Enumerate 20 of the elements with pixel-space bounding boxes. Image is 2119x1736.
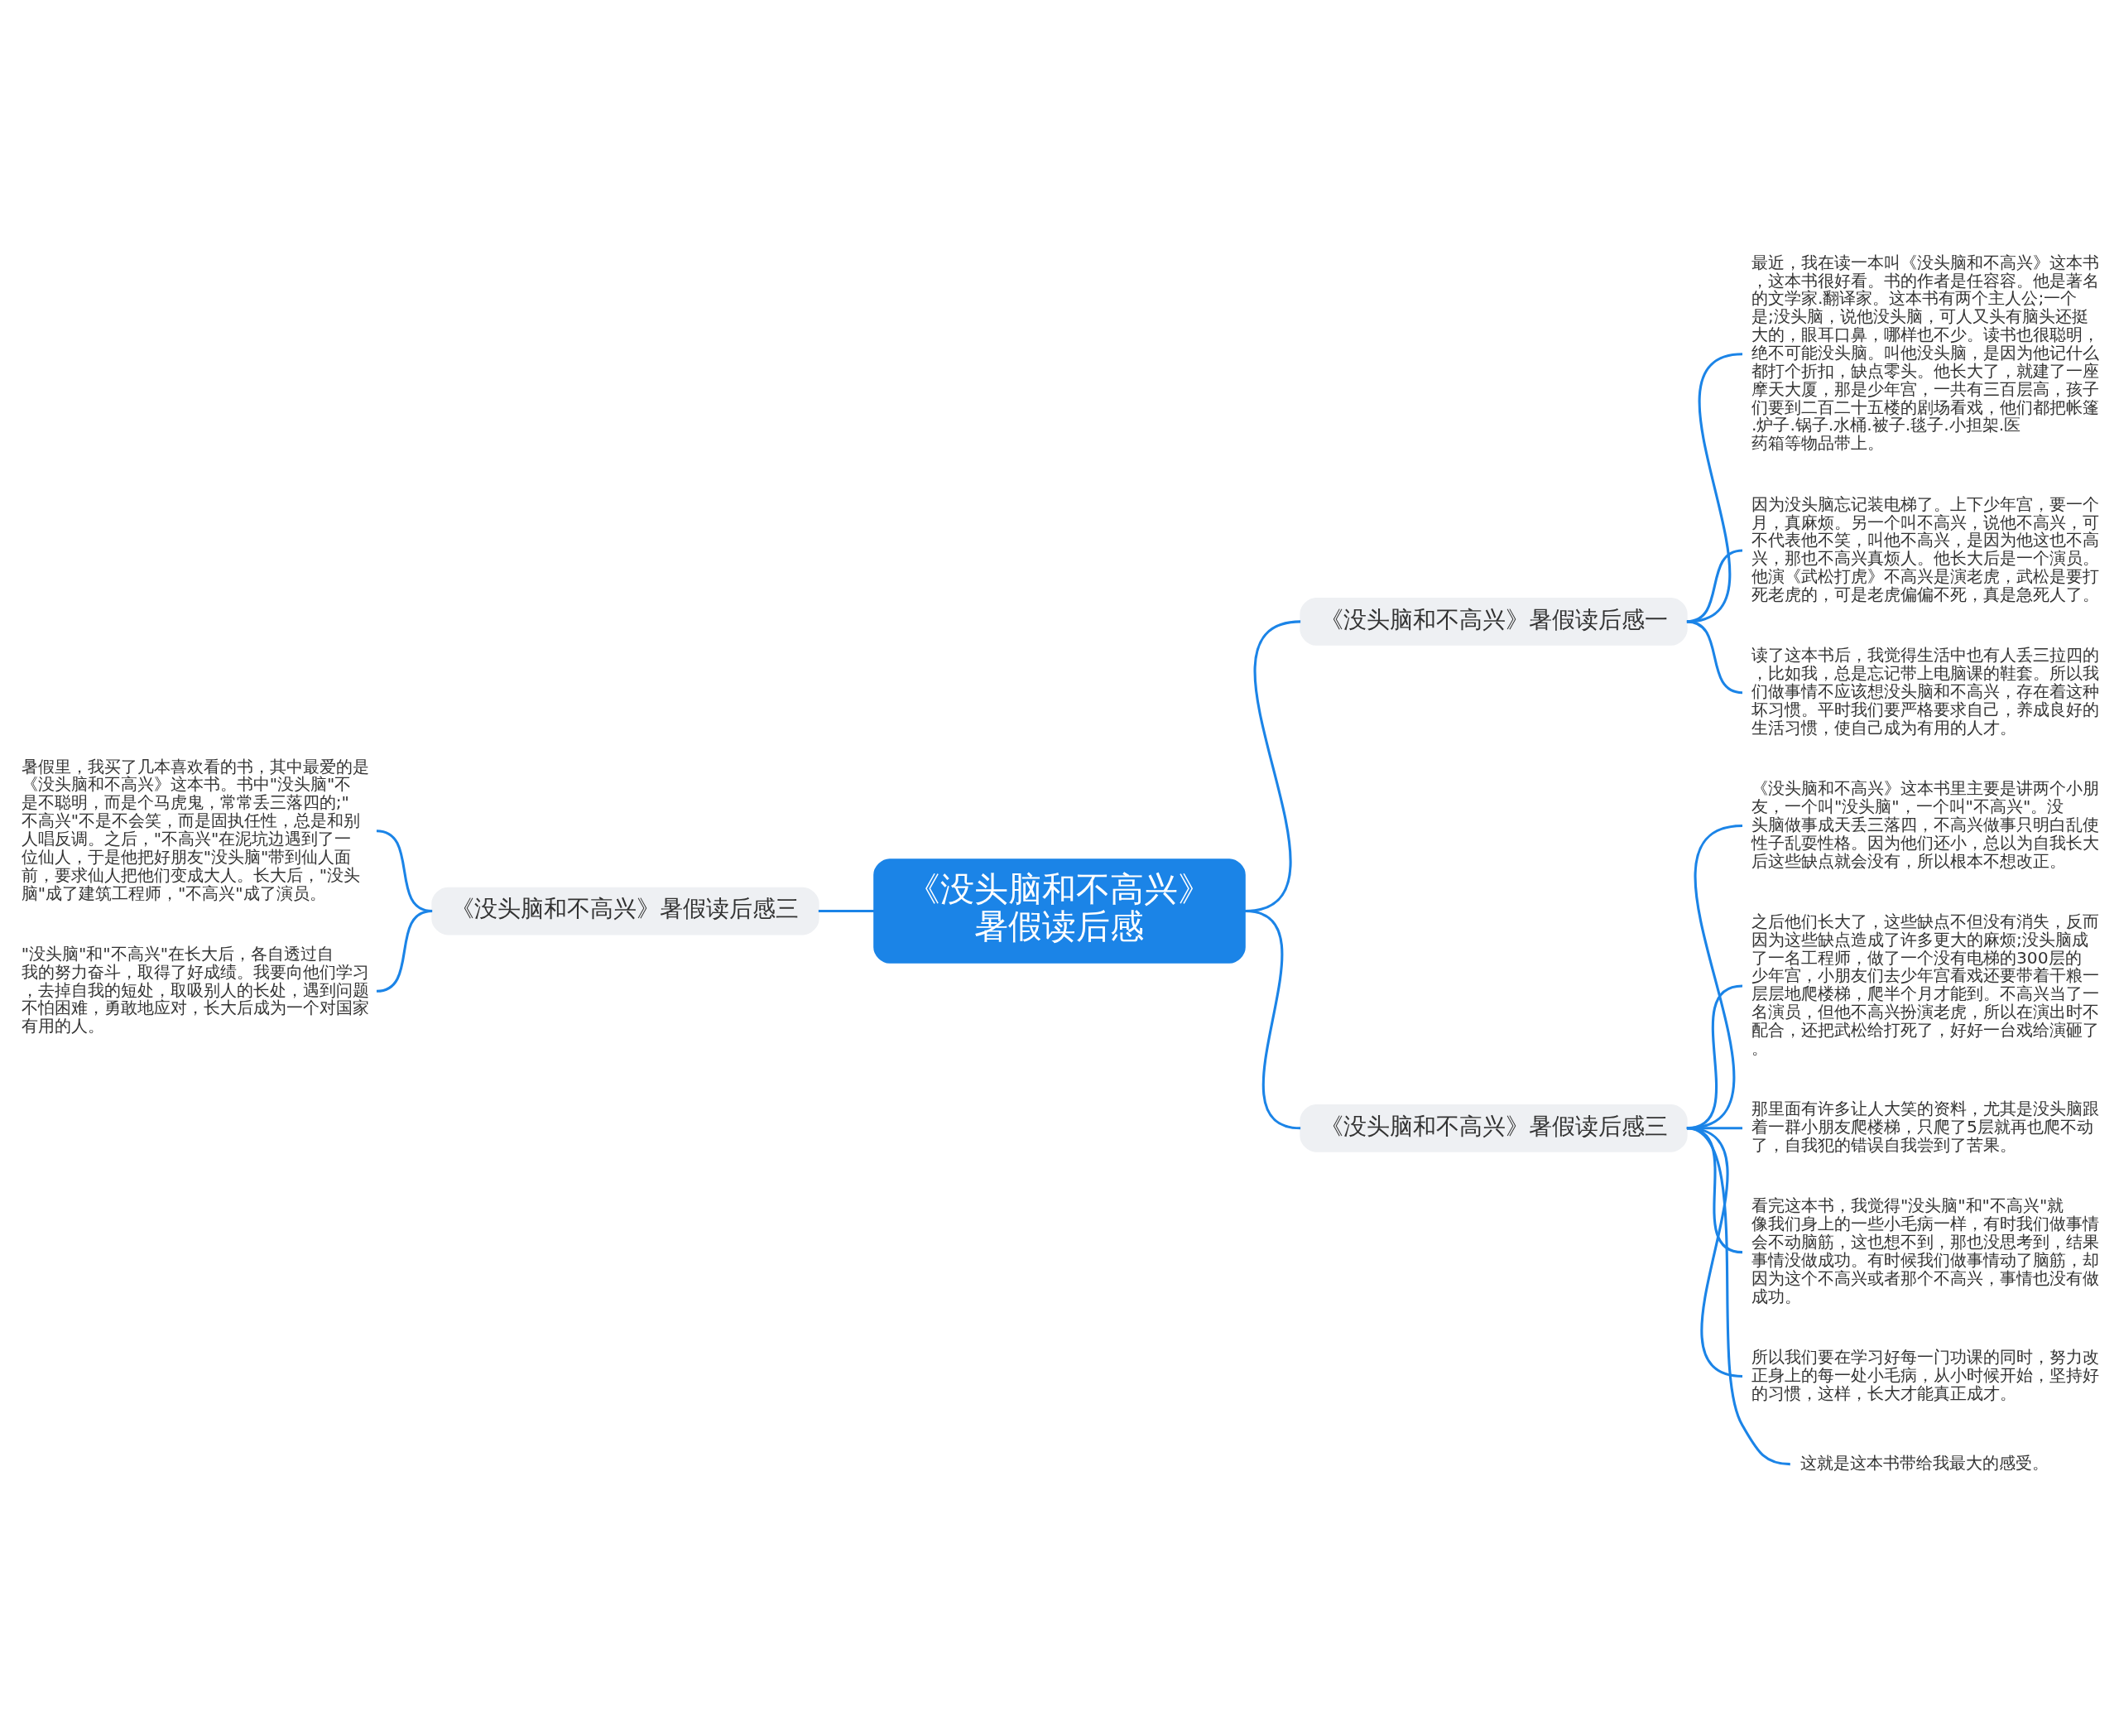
- node-box: 《没头脑和不高兴》暑假读后感三: [1300, 1104, 1688, 1152]
- connector: [1686, 619, 1743, 694]
- node-box: 《没头脑和不高兴》暑假读后感: [873, 858, 1246, 964]
- node-text: 那里面有许多让人大笑的资料，尤其是没头脑跟着一群小朋友爬楼梯，只爬了5层就再也爬不动了，自我犯的错误自我尝到了苦果。: [1751, 1098, 2099, 1155]
- node-text: 这就是这本书带给我最大的感受。: [1800, 1452, 2049, 1473]
- connector: [376, 909, 433, 993]
- node-box: 《没头脑和不高兴》暑假读后感三: [431, 887, 819, 935]
- node-text: 最近，我在读一本叫《没头脑和不高兴》这本书，这本书很好看。书的作者是任容容。他是著名的文学家.翻译家。这本书有两个主人公;一个是;没头脑，说他没头脑，可人又头有脑头还挺大的，眼耳口鼻，哪样也不少。读书也很聪明，绝不可能没头脑。叫他没头脑，是因为他记什么都打个折扣，缺点零头。他长大了，就建了一座摩天大厦，那是少年宫，一共有三百层高，孩子们要到二百二十五楼的剧场看戏，他们都把帐篷.炉子.锅子.水桶.被子.毯子.小担架.医药箱等物品带上。: [1751, 252, 2099, 453]
- node-text: 之后他们长大了，这些缺点不但没有消失，反而因为这些缺点造成了许多更大的麻烦;没头脑成了一名工程师，做了一个没有电梯的300层的少年宫，小朋友们去少年宫看戏还要带着干粮一层层地爬楼梯，爬半个月才能到。不高兴当了一名演员，但他不高兴扮演老虎，所以在演出时不配合，还把武松给打死了，好好一台戏给演砸了。: [1751, 911, 2099, 1058]
- node-text: 《没头脑和不高兴》这本书里主要是讲两个小朋友，一个叫"没头脑"，一个叫"不高兴"。没头脑做事成天丢三落四，不高兴做事只明白乱使性子乱耍性格。因为他们还小，总以为自我长大后这些缺点就会没有，所以根本不想改正。: [1751, 777, 2099, 870]
- node-text: 看完这本书，我觉得"没头脑"和"不高兴"就像我们身上的一些小毛病一样，有时我们做事情会不动脑筋，这也想不到，那也没思考到，结果事情没做成功。有时候我们做事情动了脑筋，却因为这个不高兴或者那个不高兴，事情也没有做成功。: [1751, 1195, 2099, 1306]
- node-box: 《没头脑和不高兴》暑假读后感一: [1300, 597, 1688, 646]
- connector: [1686, 1126, 1790, 1465]
- connector: [818, 909, 874, 912]
- node-text: "没头脑"和"不高兴"在长大后，各自透过自我的努力奋斗，取得了好成绩。我要向他们学习，去掉自我的短处，取吸别人的长处，遇到问题不怕困难，勇敢地应对，长大后成为一个对国家有用的人。: [21, 943, 369, 1036]
- node-text: 因为没头脑忘记装电梯了。上下少年宫，要一个月，真麻烦。另一个叫不高兴，说他不高兴，可不代表他不笑，叫他不高兴，是因为他这也不高兴，那也不高兴真烦人。他长大后是一个演员。他演《武松打虎》不高兴是演老虎，武松是要打死老虎的，可是老虎偏偏不死，真是急死人了。: [1751, 493, 2099, 604]
- node-text: 读了这本书后，我觉得生活中也有人丢三拉四的，比如我，总是忘记带上电脑课的鞋套。所以我们做事情不应该想没头脑和不高兴，存在着这种坏习惯。平时我们要严格要求自己，养成良好的生活习惯，使自己成为有用的人才。: [1751, 644, 2099, 738]
- node-text: 所以我们要在学习好每一门功课的同时，努力改正身上的每一处小毛病，从小时候开始，坚持好的习惯，这样，长大才能真正成才。: [1751, 1346, 2099, 1403]
- node-text: 暑假里，我买了几本喜欢看的书，其中最爱的是《没头脑和不高兴》这本书。书中"没头脑"不是不聪明，而是个马虎鬼，常常丢三落四的;"不高兴"不是不会笑，而是固执任性，总是和别人唱反调。之后，"不高兴"在泥坑边遇到了一位仙人，于是他把好朋友"没头脑"带到仙人面前，要求仙人把他们变成大人。长大后，"没头脑"成了建筑工程师，"不高兴"成了演员。: [21, 756, 369, 903]
- connector: [1244, 909, 1301, 1129]
